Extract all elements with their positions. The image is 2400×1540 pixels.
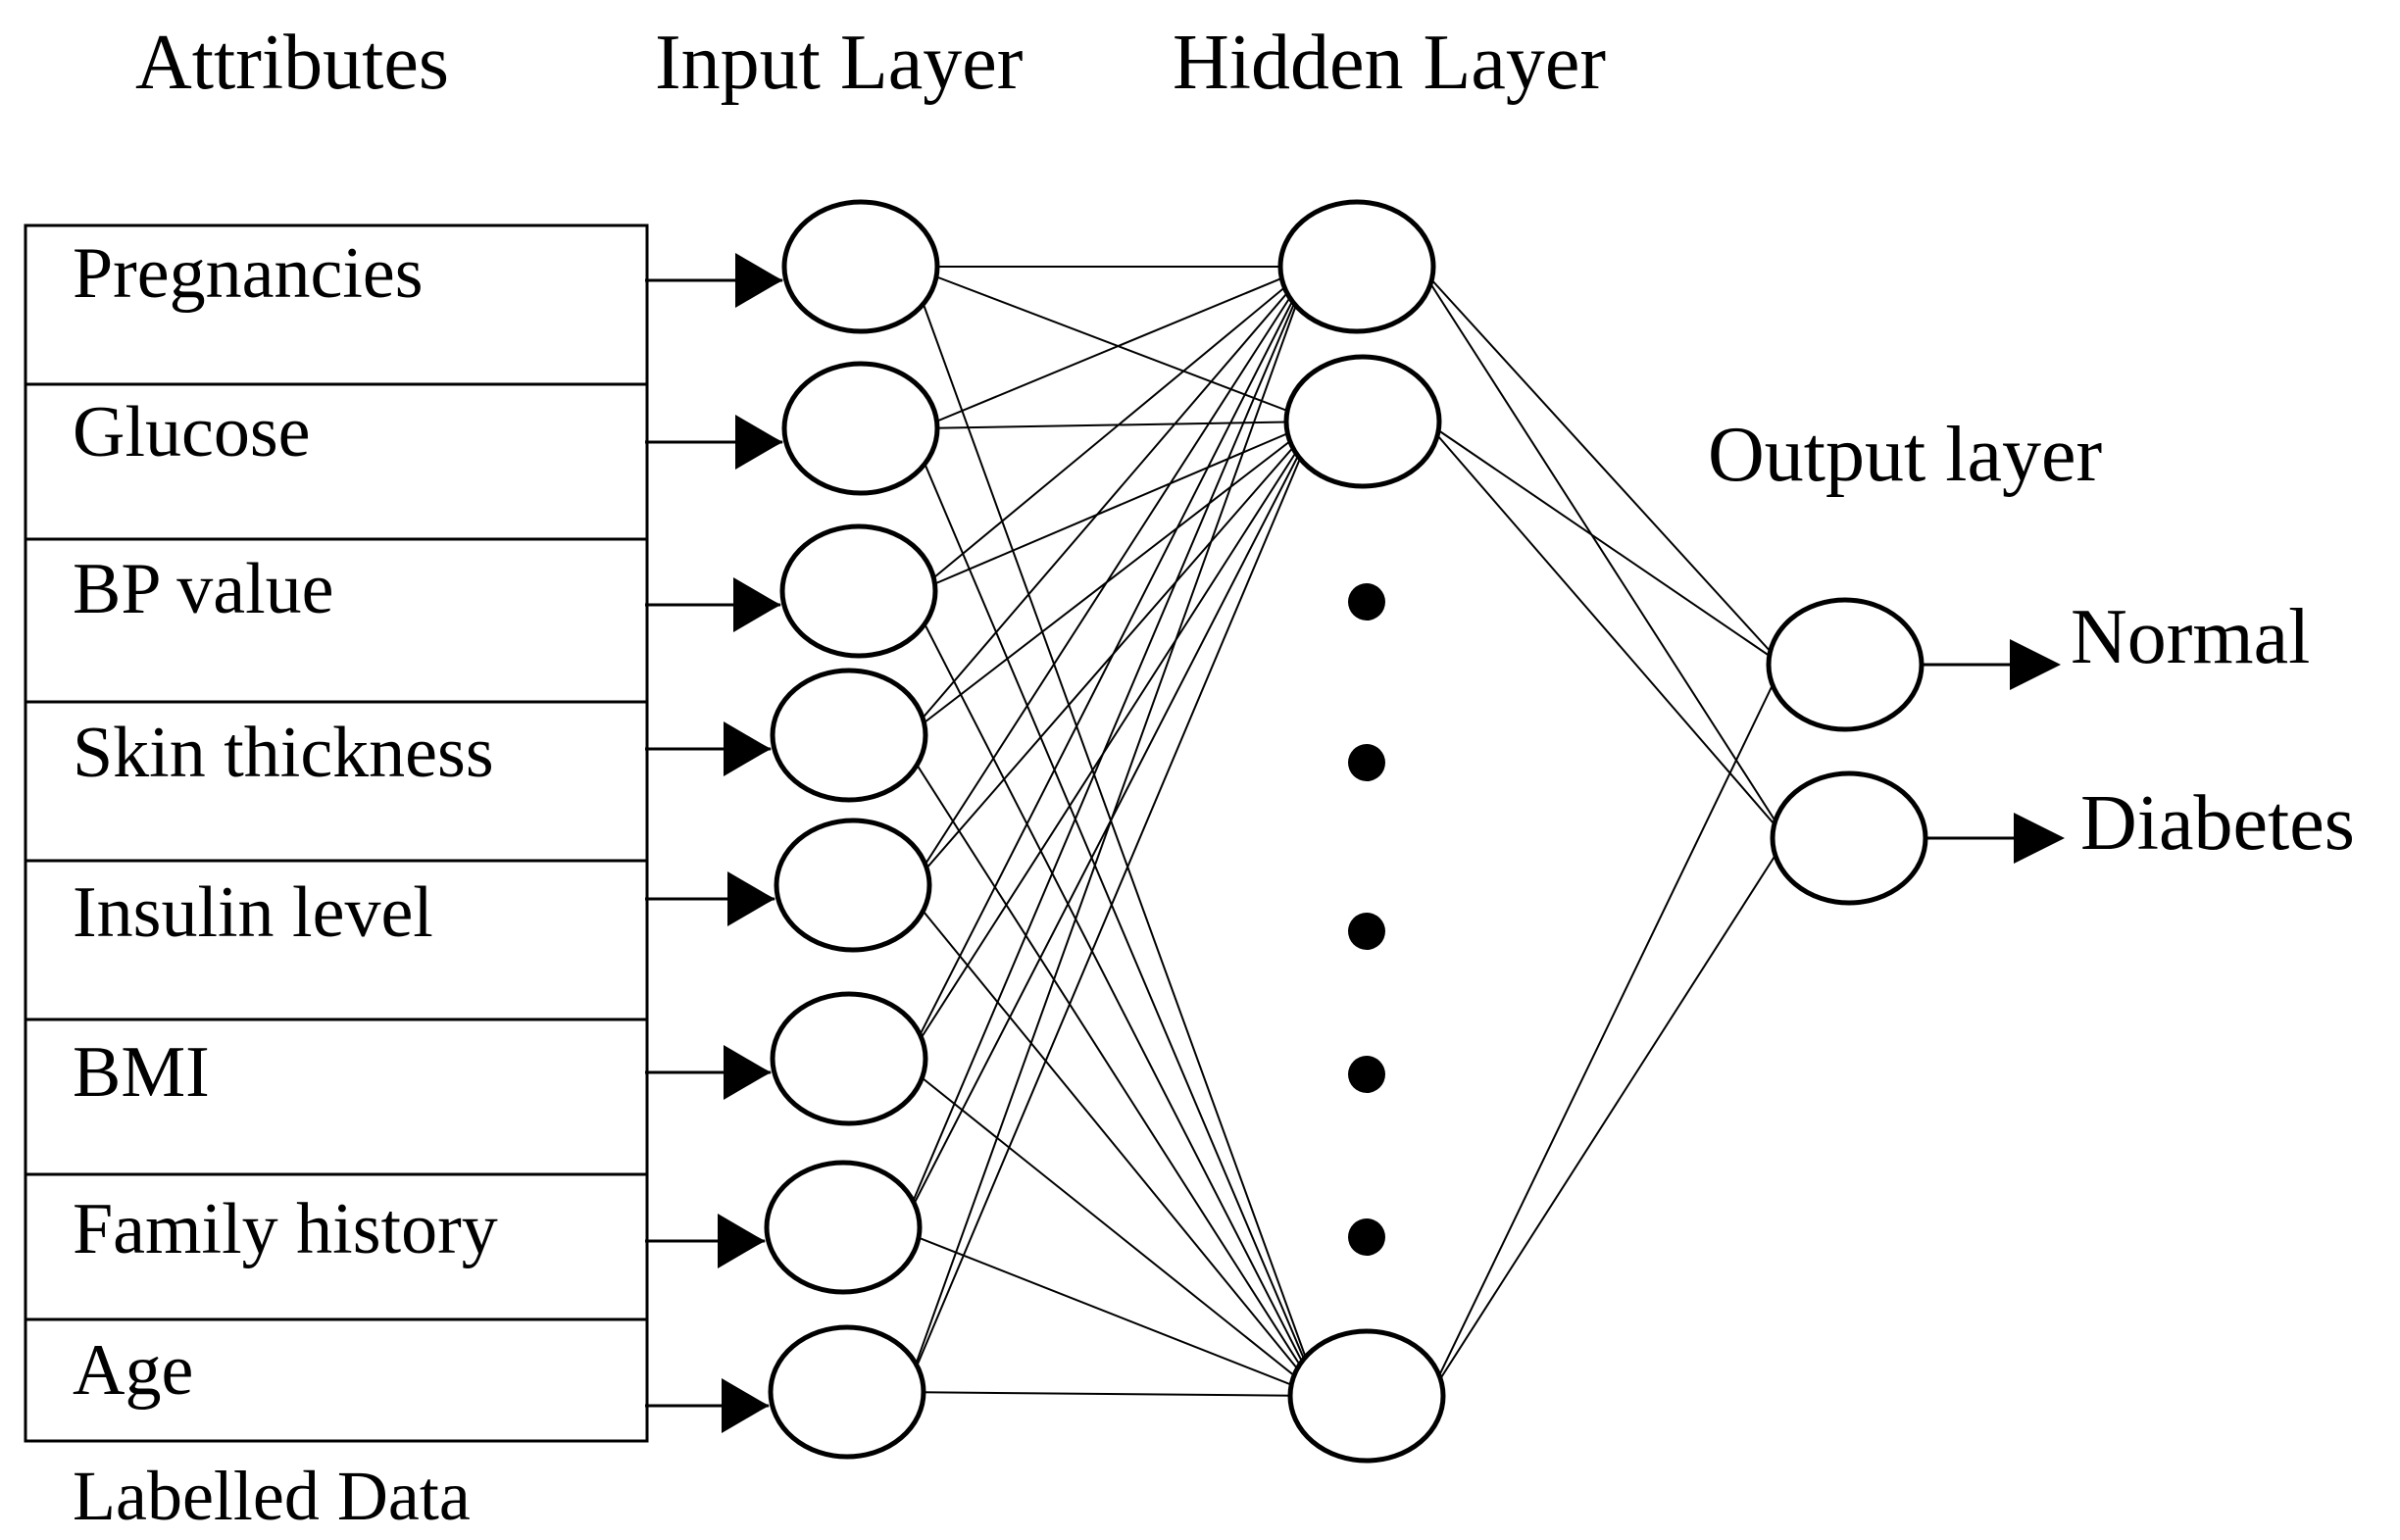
output-node-2 — [1770, 770, 1928, 906]
input-arrow-head-4 — [724, 721, 771, 776]
input-node-1 — [781, 199, 940, 334]
output-layer-nodes — [1766, 597, 1928, 906]
attribute-label-family-history: Family history — [73, 1189, 498, 1269]
attribute-label-bp-value: BP value — [73, 549, 334, 629]
connection-hidden-1-output-1 — [1419, 266, 1783, 666]
connection-hidden-1-output-2 — [1419, 266, 1787, 839]
connection-input-8-hidden-2 — [905, 421, 1317, 1393]
input-node-4 — [770, 668, 928, 803]
connection-input-7-hidden-1 — [901, 266, 1311, 1228]
input-arrow-head-7 — [718, 1214, 765, 1268]
hidden-layer-nodes — [1277, 199, 1446, 1464]
connection-hidden-2-output-2 — [1425, 421, 1787, 839]
connection-hidden-2-output-1 — [1425, 421, 1783, 666]
input-arrow-head-1 — [735, 253, 782, 308]
attribute-label-glucose: Glucose — [73, 392, 311, 472]
input-arrow-head-2 — [735, 415, 782, 470]
connection-hidden-3-output-2 — [1428, 837, 1787, 1397]
connection-input-3-hidden-2 — [917, 421, 1317, 592]
attribute-table-border — [24, 224, 649, 1443]
output-label-normal: Normal — [2071, 594, 2310, 680]
input-arrows — [645, 253, 783, 1433]
input-arrow-head-3 — [733, 577, 780, 632]
connection-input-2-hidden-3 — [909, 427, 1321, 1397]
input-node-2 — [781, 361, 940, 496]
connection-input-4-hidden-3 — [897, 734, 1321, 1397]
input-arrow-head-8 — [722, 1378, 769, 1433]
input-layer-nodes — [764, 199, 940, 1460]
output-layer-heading: Output layer — [1708, 412, 2102, 498]
connection-input-5-hidden-3 — [901, 884, 1321, 1397]
labelled-data-caption: Labelled Data — [73, 1457, 471, 1535]
input-node-5 — [774, 818, 932, 953]
input-node-7 — [764, 1160, 923, 1295]
connection-input-6-hidden-3 — [897, 1058, 1321, 1397]
input-layer-heading: Input Layer — [655, 20, 1023, 106]
input-node-3 — [779, 523, 938, 659]
input-node-6 — [770, 991, 928, 1126]
connection-input-4-hidden-2 — [907, 421, 1317, 736]
connection-input-1-hidden-2 — [909, 266, 1317, 422]
connection-input-5-hidden-1 — [911, 266, 1311, 886]
output-arrow-head-2 — [2014, 813, 2065, 864]
output-arrows — [1922, 639, 2065, 864]
connection-input-6-hidden-1 — [907, 266, 1311, 1060]
connection-input-3-hidden-3 — [907, 590, 1321, 1397]
connection-input-8-hidden-3 — [895, 1391, 1321, 1397]
hidden-layer-heading: Hidden Layer — [1173, 20, 1606, 106]
connection-input-8-hidden-1 — [905, 266, 1311, 1393]
connection-input-2-hidden-1 — [919, 266, 1311, 429]
output-node-1 — [1766, 597, 1925, 732]
connection-input-4-hidden-1 — [907, 266, 1311, 736]
attribute-label-age: Age — [73, 1330, 193, 1411]
attributes-heading: Attributes — [135, 20, 449, 106]
output-label-diabetes: Diabetes — [2080, 780, 2355, 867]
hidden-node-2 — [1283, 354, 1442, 489]
attribute-label-skin-thickness: Skin thickness — [73, 713, 494, 793]
input-arrow-head-6 — [724, 1045, 771, 1100]
hidden-ellipsis-dot-2 — [1348, 744, 1385, 781]
hidden-node-3 — [1287, 1328, 1446, 1464]
attribute-label-bmi: BMI — [73, 1032, 210, 1113]
input-node-8 — [768, 1324, 926, 1460]
input-arrow-head-5 — [727, 871, 775, 926]
connection-input-3-hidden-1 — [917, 266, 1311, 592]
hidden-ellipsis-dot-1 — [1348, 583, 1385, 621]
output-arrow-head-1 — [2010, 639, 2061, 690]
connection-hidden-3-output-1 — [1428, 664, 1783, 1397]
hidden-ellipsis-dot-4 — [1348, 1056, 1385, 1093]
attribute-label-pregnancies: Pregnancies — [73, 233, 424, 314]
connection-lines — [891, 266, 1787, 1397]
hidden-layer-ellipsis — [1348, 583, 1385, 1256]
hidden-node-1 — [1277, 199, 1436, 334]
connection-input-6-hidden-2 — [907, 421, 1317, 1060]
attribute-label-insulin-level: Insulin level — [73, 872, 433, 953]
hidden-ellipsis-dot-5 — [1348, 1218, 1385, 1256]
connection-input-1-hidden-3 — [909, 266, 1321, 1397]
hidden-ellipsis-dot-3 — [1348, 913, 1385, 950]
